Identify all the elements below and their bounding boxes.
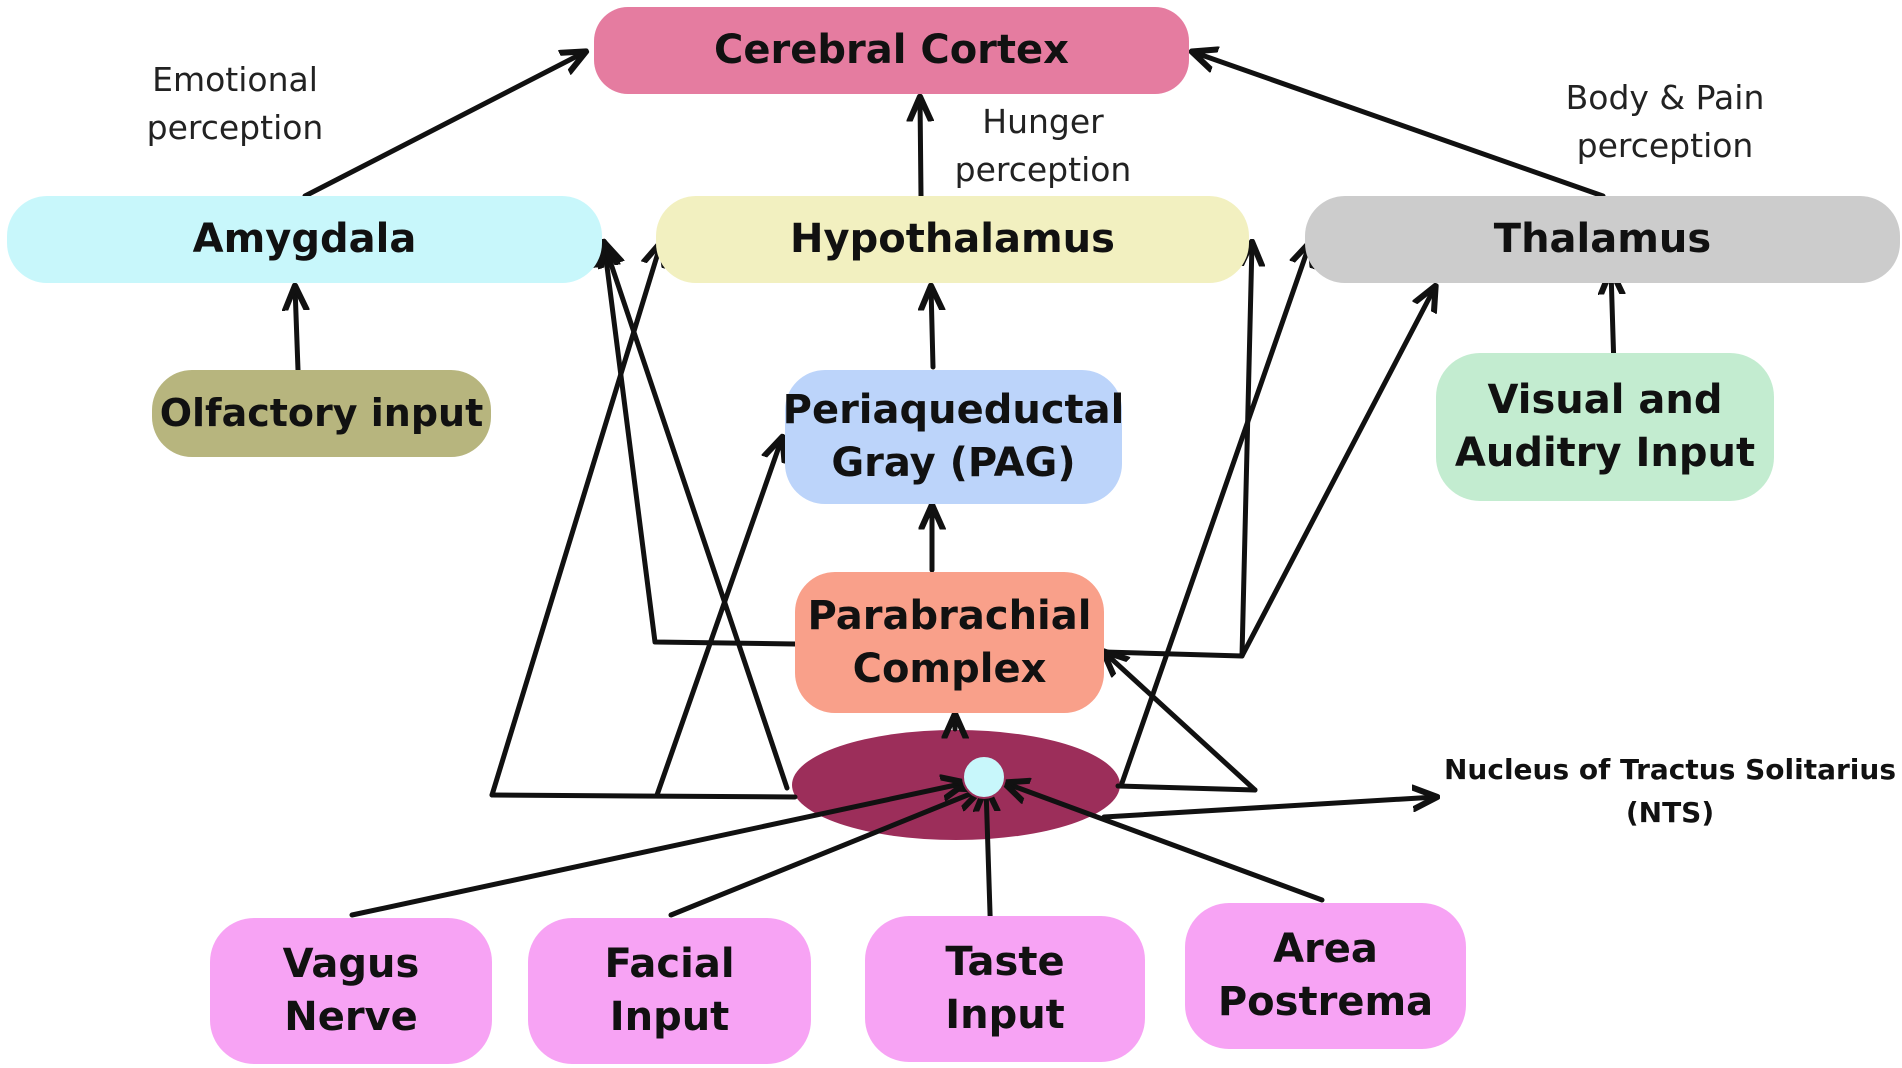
facial-input-label-line2: Input [609,994,730,1040]
nts-right-trunk [1115,783,1258,793]
visual-auditory-input-node: Visual and Auditry Input [1436,353,1774,501]
visual-auditory-label-line1: Visual and [1487,377,1723,424]
hypothalamus-node: Hypothalamus [656,196,1249,283]
hunger-perception-line2: perception [954,149,1132,189]
amygdala-node: Amygdala [7,196,602,283]
pag-label-line2: Gray (PAG) [831,440,1076,486]
arrow-parabrachial-to-amygdala [604,243,798,647]
arrow-olfactory-to-amygdala [295,287,298,373]
area-postrema-node: Area Postrema [1185,903,1466,1049]
area-postrema-label-line2: Postrema [1217,979,1434,1025]
thalamus-label: Thalamus [1493,216,1712,263]
nts-label: Nucleus of Tractus Solitarius (NTS) [1440,748,1900,835]
taste-input-label-line2: Input [945,992,1065,1038]
cerebral-cortex-label: Cerebral Cortex [714,27,1069,74]
nts-label-line2: (NTS) [1625,796,1715,830]
olfactory-input-node: Olfactory input [152,370,491,457]
vagus-nerve-label-line2: Nerve [284,994,418,1040]
arrow-parabrachial-to-thalamus [1239,287,1435,659]
vagus-nerve-node: Vagus Nerve [210,918,492,1064]
pag-label-line1: Periaqueductal [782,387,1125,434]
arrow-nts-to-thalamus [1119,243,1310,786]
olfactory-input-label: Olfactory input [159,391,484,436]
cerebral-cortex-node: Cerebral Cortex [594,7,1189,94]
arrow-visual-to-thalamus [1611,271,1614,371]
emotional-perception-line1: Emotional [152,60,318,99]
nts-center-dot [962,755,1006,799]
taste-input-node: Taste Input [865,916,1145,1062]
pag-node: Periaqueductal Gray (PAG) [782,370,1125,504]
amygdala-label: Amygdala [192,216,417,263]
body-pain-perception-line1: Body & Pain [1565,78,1765,117]
emotional-perception-line2: perception [146,107,324,147]
arrow-nts-trunk-to-parabrachial [1104,652,1258,793]
parabrachial-label-line2: Complex [852,645,1047,692]
arrow-nts-to-amygdala [604,243,790,791]
nts-left-trunk [489,792,798,800]
facial-input-node: Facial Input [528,918,811,1064]
thalamus-node: Thalamus [1305,196,1900,283]
arrow-parabrachial-to-hypothalamus-right [1101,243,1252,659]
arrow-pag-to-hypothalamus [931,287,933,370]
body-pain-perception-annotation: Body & Pain perception [1535,74,1795,170]
parabrachial-label-line1: Parabrachial [807,592,1092,639]
hypothalamus-label: Hypothalamus [790,216,1115,263]
taste-input-label-line1: Taste [945,939,1065,986]
facial-input-label-line1: Facial [604,941,735,988]
arrow-vagus-to-nts [349,783,965,918]
arrow-amygdala-to-cortex [302,52,585,199]
arrow-hypothalamus-to-cortex [920,98,921,199]
arrow-nts-trunk-to-pag [654,438,782,798]
body-pain-perception-line2: perception [1576,125,1754,165]
arrow-area-postrema-to-nts [1005,783,1325,903]
emotional-perception-annotation: Emotional perception [120,56,350,152]
arrow-thalamus-to-cortex [1193,52,1606,199]
arrow-nts-trunk-to-hypothalamus [489,243,661,798]
visual-auditory-label-line2: Auditry Input [1454,430,1756,476]
arrow-nts-to-label [1101,797,1436,820]
hunger-perception-line1: Hunger [982,102,1104,141]
arrow-facial-to-nts [668,790,980,918]
hunger-perception-annotation: Hunger perception [923,98,1163,194]
nts-label-line1: Nucleus of Tractus Solitarius [1443,753,1896,786]
parabrachial-complex-node: Parabrachial Complex [795,572,1104,713]
vagus-nerve-label-line1: Vagus [282,941,420,988]
area-postrema-label-line1: Area [1273,926,1378,973]
